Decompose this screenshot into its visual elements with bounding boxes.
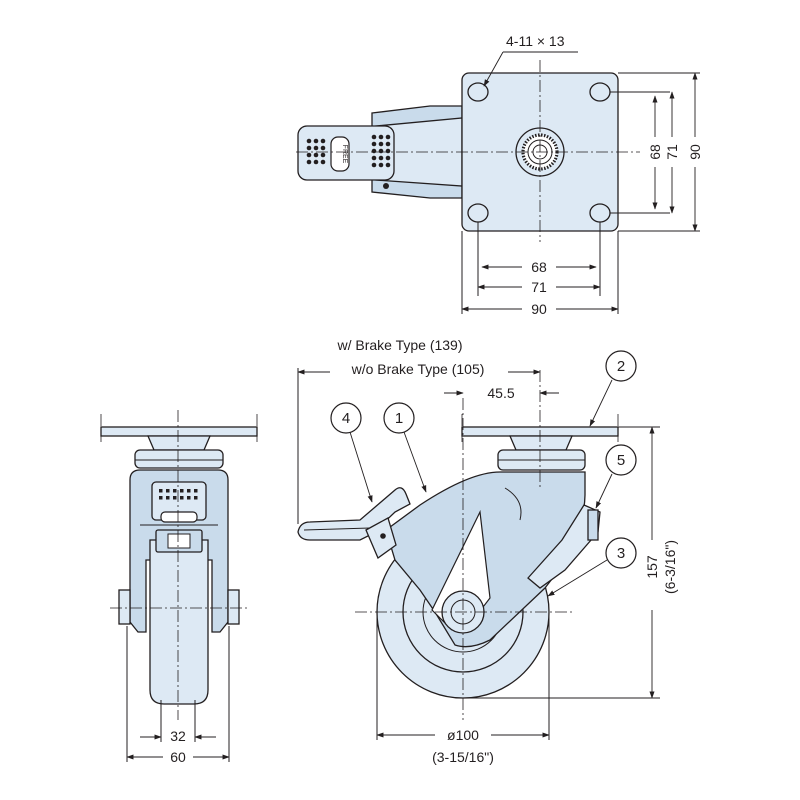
front-swivel-hub bbox=[147, 435, 211, 451]
callout-2: 2 bbox=[589, 350, 637, 427]
front-axle-bolt-left bbox=[118, 589, 131, 625]
callout-2-label: 2 bbox=[617, 358, 625, 375]
brake-type-label: w/ Brake Type (139) bbox=[336, 337, 462, 353]
dim-32-label: 32 bbox=[170, 728, 186, 744]
dim-71-h-label: 71 bbox=[531, 279, 547, 295]
dim-90-v-label: 90 bbox=[687, 144, 703, 160]
front-wheel bbox=[149, 539, 209, 705]
side-swivel-hub bbox=[509, 435, 573, 451]
front-swivel-collar bbox=[134, 449, 224, 469]
side-brake-shoe bbox=[527, 504, 601, 589]
no-brake-type-label: w/o Brake Type (105) bbox=[351, 361, 485, 377]
callout-3-label: 3 bbox=[617, 545, 625, 562]
side-brake-pedal bbox=[297, 487, 411, 541]
free-label: FREE bbox=[341, 145, 348, 164]
wheel-dia-inch-label: (3-15/16") bbox=[432, 749, 494, 765]
front-top-plate bbox=[100, 426, 258, 437]
callout-4: 4 bbox=[330, 402, 373, 503]
callout-4-label: 4 bbox=[342, 410, 350, 427]
front-grip-dots bbox=[159, 489, 198, 500]
front-view: 32 60 bbox=[100, 410, 258, 766]
dim-68-h-label: 68 bbox=[531, 259, 547, 275]
side-pedal-link bbox=[365, 517, 397, 560]
side-view: w/ Brake Type (139) w/o Brake Type (105)… bbox=[297, 337, 681, 765]
callout-3: 3 bbox=[547, 537, 637, 597]
dim-45-5-label: 45.5 bbox=[487, 385, 514, 401]
callout-1-label: 1 bbox=[395, 410, 403, 427]
pedal-pivot-dot bbox=[383, 183, 389, 189]
free-label-slot bbox=[330, 136, 350, 172]
dim-90-h-label: 90 bbox=[531, 301, 547, 317]
dim-60-label: 60 bbox=[170, 749, 186, 765]
callout-5: 5 bbox=[595, 444, 637, 509]
callout-1: 1 bbox=[383, 402, 427, 493]
pedal-grip-dots-right bbox=[371, 134, 391, 168]
hole-spec-label: 4-11 × 13 bbox=[506, 33, 565, 49]
dim-71-v-label: 71 bbox=[664, 144, 680, 160]
callout-5-label: 5 bbox=[617, 452, 625, 469]
wheel-dia-label: ø100 bbox=[447, 727, 479, 743]
hole-spec-leader bbox=[483, 51, 504, 87]
side-pedal-pivot bbox=[380, 533, 386, 539]
mounting-holes bbox=[467, 82, 611, 223]
top-view: FREE 4-11 × 13 68 71 bbox=[296, 33, 705, 318]
pedal-grip-dots-left bbox=[306, 138, 326, 165]
height-inch-label: (6-3/16") bbox=[662, 540, 678, 594]
front-brake-slot bbox=[160, 511, 198, 523]
front-axle-bolt-right bbox=[227, 589, 240, 625]
height-label: 157 bbox=[644, 555, 660, 579]
side-brake-pad bbox=[587, 509, 599, 541]
dim-68-v-label: 68 bbox=[647, 144, 663, 160]
